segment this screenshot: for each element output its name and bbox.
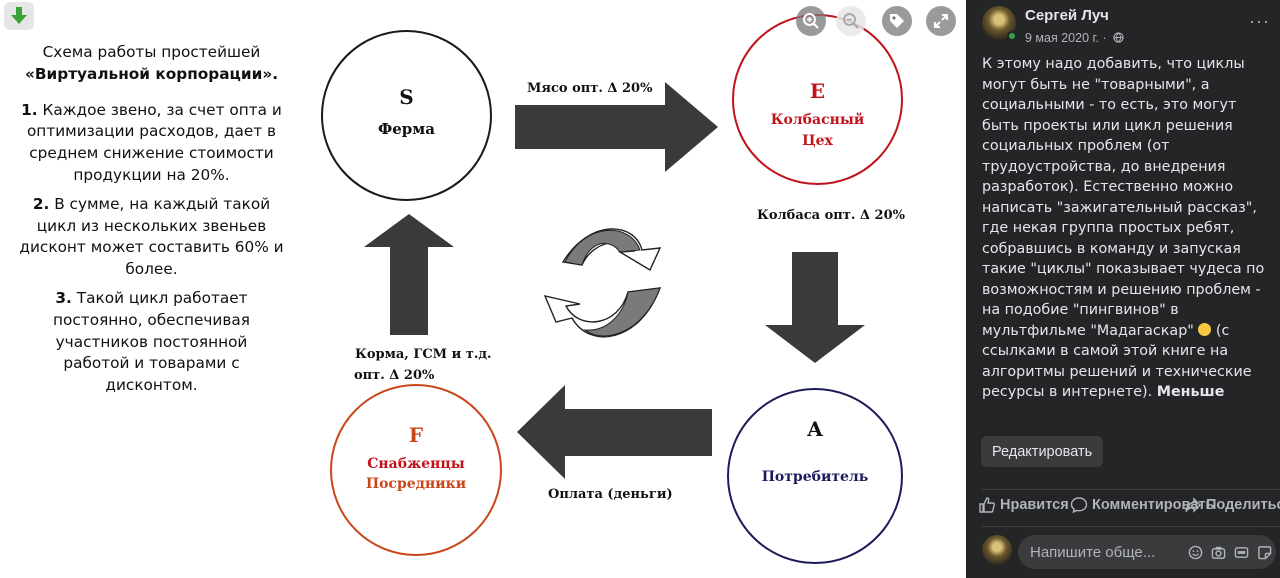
comment-input[interactable] — [1030, 535, 1180, 569]
circle-e-name-line1: Колбасный — [770, 112, 865, 128]
like-label[interactable]: Нравится — [1000, 497, 1069, 513]
circle-f-name-line1: Снабженцы — [367, 456, 465, 472]
circle-s-farm: S Ферма — [321, 30, 492, 201]
comment-icon — [1070, 497, 1088, 514]
label-meat: Мясо опт. Δ 20% — [527, 81, 653, 96]
like-button[interactable]: Нравится — [978, 496, 1069, 514]
post-actions: Нравится Комментировать Поделиться — [978, 496, 1280, 520]
post-text-tail: (с ссылками в самой этой книге на алгори… — [982, 322, 1252, 401]
online-status-dot — [1007, 31, 1017, 41]
see-less-link[interactable]: Меньше — [1156, 384, 1225, 400]
download-button[interactable] — [4, 2, 34, 30]
sticker-icon[interactable] — [1257, 545, 1272, 560]
comment-label[interactable]: Комментировать — [1092, 497, 1215, 513]
point-1: 1. Каждое звено, за счет опта и — [21, 100, 282, 119]
post-panel: Сергей Луч 9 мая 2020 г. · ··· К этому н… — [966, 0, 1280, 578]
circle-f-suppliers: F Снабженцы Посредники — [330, 384, 502, 556]
emoji-icon[interactable] — [1188, 545, 1203, 560]
point-1-line: среднем снижение стоимости — [29, 144, 274, 163]
point-3-line: работой и товарами с — [63, 354, 240, 373]
circle-s-letter: S — [399, 85, 414, 109]
circle-e-sausage-shop: E Колбасный Цех — [732, 14, 903, 185]
fullscreen-button[interactable] — [926, 6, 956, 36]
label-feed-line2: опт. Δ 20% — [354, 368, 435, 383]
circle-e-letter: E — [809, 79, 826, 103]
zoom-out-button[interactable] — [836, 6, 866, 36]
point-3: 3. Такой цикл работает — [55, 288, 248, 307]
flow-arrows — [364, 82, 865, 479]
circle-f-name-line2: Посредники — [365, 476, 467, 492]
post-date-text[interactable]: 9 мая 2020 г. — [1025, 31, 1099, 45]
camera-icon[interactable] — [1211, 545, 1226, 560]
label-sausage: Колбаса опт. Δ 20% — [757, 208, 905, 223]
post-text: К этому надо добавить, что циклы могут б… — [982, 54, 1274, 403]
photo-viewer: Схема работы простейшей «Виртуальной кор… — [0, 0, 966, 578]
like-icon — [979, 497, 995, 513]
globe-icon — [1113, 32, 1124, 43]
more-options-button[interactable]: ··· — [1249, 11, 1270, 31]
tag-icon — [890, 14, 904, 28]
scheme-title-line1: Схема работы простейшей — [42, 43, 261, 61]
circle-a-name: Потребитель — [761, 469, 869, 485]
smile-emoji-icon — [1198, 322, 1212, 336]
post-date[interactable]: 9 мая 2020 г. · — [1025, 31, 1124, 45]
zoom-out-icon — [843, 13, 859, 29]
share-button[interactable]: Поделиться — [1184, 496, 1280, 514]
divider — [982, 526, 1280, 527]
scheme-title-line2: «Виртуальной корпорации». — [24, 64, 279, 83]
share-label[interactable]: Поделиться — [1206, 497, 1280, 513]
point-3-line: постоянно, обеспечивая — [53, 310, 250, 329]
point-1-line: продукции на 20%. — [73, 165, 230, 184]
zoom-in-icon — [803, 13, 819, 29]
point-2-line: дисконт может составить 60% и — [19, 238, 284, 257]
circle-e-name-line2: Цех — [802, 133, 833, 149]
divider — [982, 489, 1280, 490]
comment-composer[interactable] — [1018, 535, 1276, 569]
arrow-s-to-e — [515, 82, 718, 172]
share-icon — [1185, 497, 1201, 513]
current-user-avatar[interactable] — [982, 535, 1012, 565]
zoom-in-button[interactable] — [796, 6, 826, 36]
circle-a-letter: A — [807, 417, 823, 441]
point-3-line: дисконтом. — [105, 376, 198, 395]
circle-s-name: Ферма — [377, 120, 435, 138]
circle-f-letter: F — [408, 423, 424, 447]
fullscreen-icon — [934, 14, 948, 28]
cycle-icon — [543, 228, 662, 338]
point-3-line: участников постоянной — [55, 332, 248, 351]
tag-button[interactable] — [882, 6, 912, 36]
label-feed-line1: Корма, ГСМ и т.д. — [355, 347, 492, 362]
point-1-line: оптимизации расходов, дает в — [26, 122, 277, 141]
point-2-line: более. — [125, 260, 178, 279]
label-payment: Оплата (деньги) — [548, 487, 673, 502]
arrow-f-to-s — [364, 214, 454, 335]
scheme-description: Схема работы простейшей «Виртуальной кор… — [0, 42, 303, 397]
edit-button[interactable]: Редактировать — [981, 436, 1104, 467]
arrow-e-to-a — [765, 252, 865, 363]
comment-button[interactable]: Комментировать — [1070, 496, 1214, 514]
date-separator: · — [1102, 31, 1107, 45]
point-2-line: цикл из нескольких звеньев — [36, 216, 267, 235]
arrow-a-to-f — [517, 385, 712, 479]
author-name[interactable]: Сергей Луч — [1025, 7, 1109, 24]
download-icon — [11, 7, 27, 24]
post-text-main: К этому надо добавить, что циклы могут б… — [982, 56, 1265, 339]
point-2: 2. В сумме, на каждый такой — [32, 194, 271, 213]
gif-icon[interactable] — [1234, 545, 1249, 560]
circle-a-consumer: A Потребитель — [727, 388, 903, 564]
